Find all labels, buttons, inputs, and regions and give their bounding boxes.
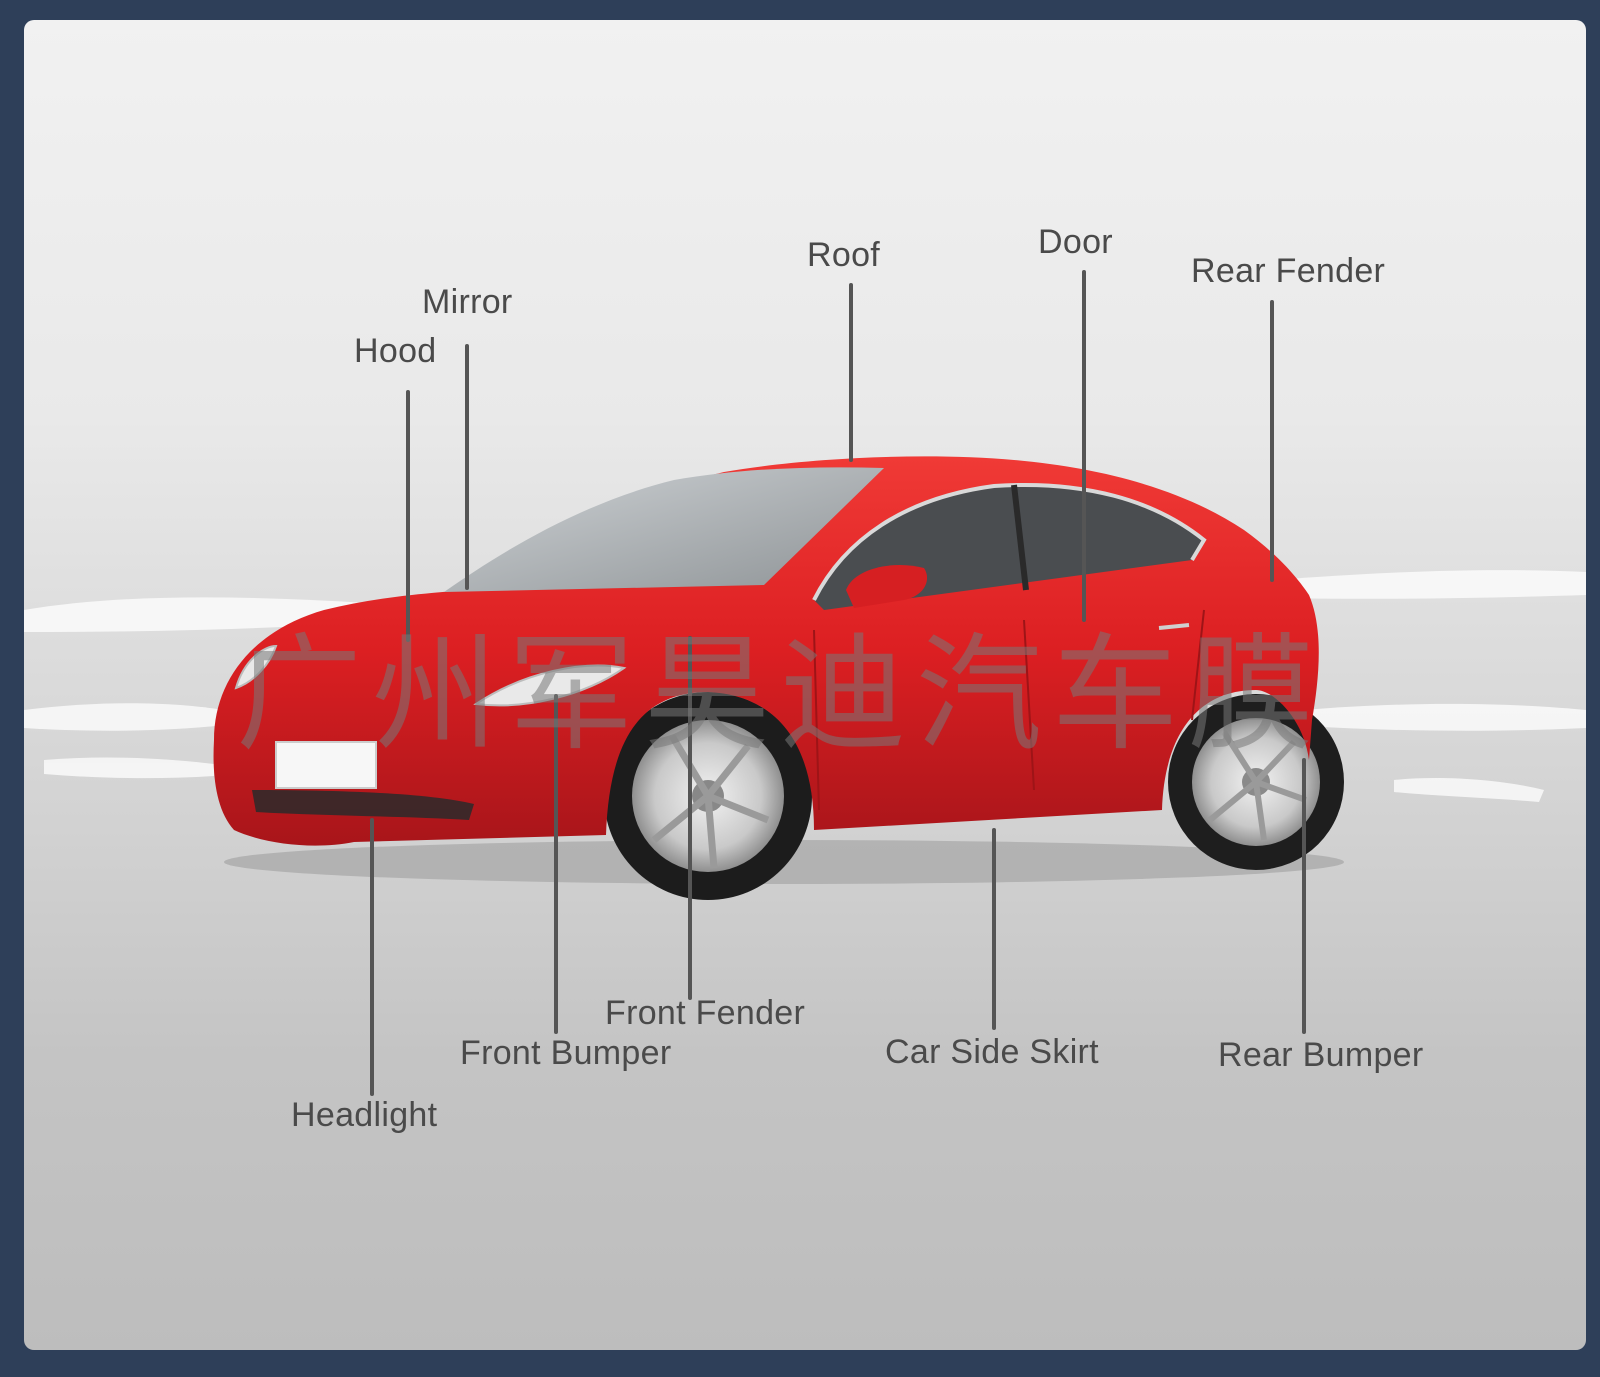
- watermark-text: 广州军昊迪汽车膜: [236, 621, 1324, 768]
- door-seam: [813, 609, 1205, 811]
- headlight-right: [473, 664, 627, 707]
- rear-wheel: [1168, 694, 1344, 870]
- front-wheel: [604, 692, 812, 900]
- label-mirror: Mirror: [422, 283, 513, 321]
- headlight-left: [234, 644, 278, 690]
- label-rear-bumper: Rear Bumper: [1218, 1036, 1424, 1074]
- door-pillar: [1011, 484, 1029, 591]
- label-rear-fender: Rear Fender: [1191, 252, 1386, 290]
- label-headlight: Headlight: [291, 1096, 438, 1134]
- label-roof: Roof: [807, 236, 881, 274]
- label-front-bumper: Front Bumper: [460, 1034, 672, 1072]
- label-front-fender: Front Fender: [605, 994, 806, 1032]
- door-handle: [1158, 623, 1190, 630]
- background-streaks: [24, 570, 1586, 802]
- side-mirror: [846, 564, 928, 608]
- diagram-panel: 广州军昊迪汽车膜 Roof Door Rear Fender Mirror Ho…: [24, 20, 1586, 1350]
- window-trim: [812, 482, 1207, 601]
- leader-lines: [370, 270, 1306, 1096]
- car-illustration: [24, 270, 1586, 1096]
- front-grille-shadow: [252, 790, 474, 820]
- label-hood: Hood: [354, 332, 437, 370]
- label-door: Door: [1038, 223, 1113, 261]
- windshield: [444, 467, 884, 592]
- license-plate: [275, 741, 377, 789]
- label-car-side-skirt: Car Side Skirt: [885, 1033, 1099, 1071]
